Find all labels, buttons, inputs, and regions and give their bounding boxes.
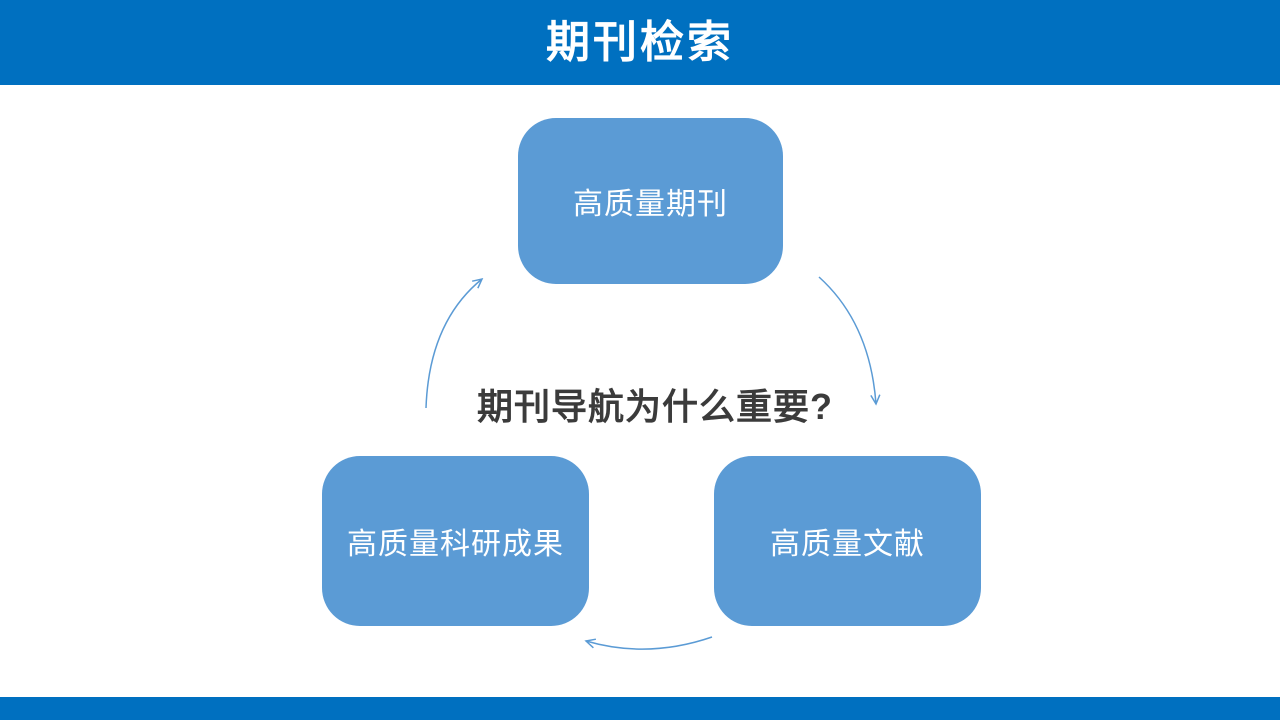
header-bar: 期刊检索 (0, 0, 1280, 85)
node-label: 高质量文献 (770, 528, 925, 561)
center-question: 期刊导航为什么重要? (477, 386, 833, 427)
node-high-quality-literature: 高质量文献 (714, 456, 981, 626)
footer-bar (0, 697, 1280, 720)
arrow-left-icon (584, 636, 713, 650)
node-label: 高质量期刊 (573, 188, 728, 221)
node-high-quality-journals: 高质量期刊 (518, 118, 783, 284)
page-title: 期刊检索 (546, 17, 734, 67)
node-high-quality-research-results: 高质量科研成果 (322, 456, 589, 626)
node-label: 高质量科研成果 (347, 528, 564, 561)
